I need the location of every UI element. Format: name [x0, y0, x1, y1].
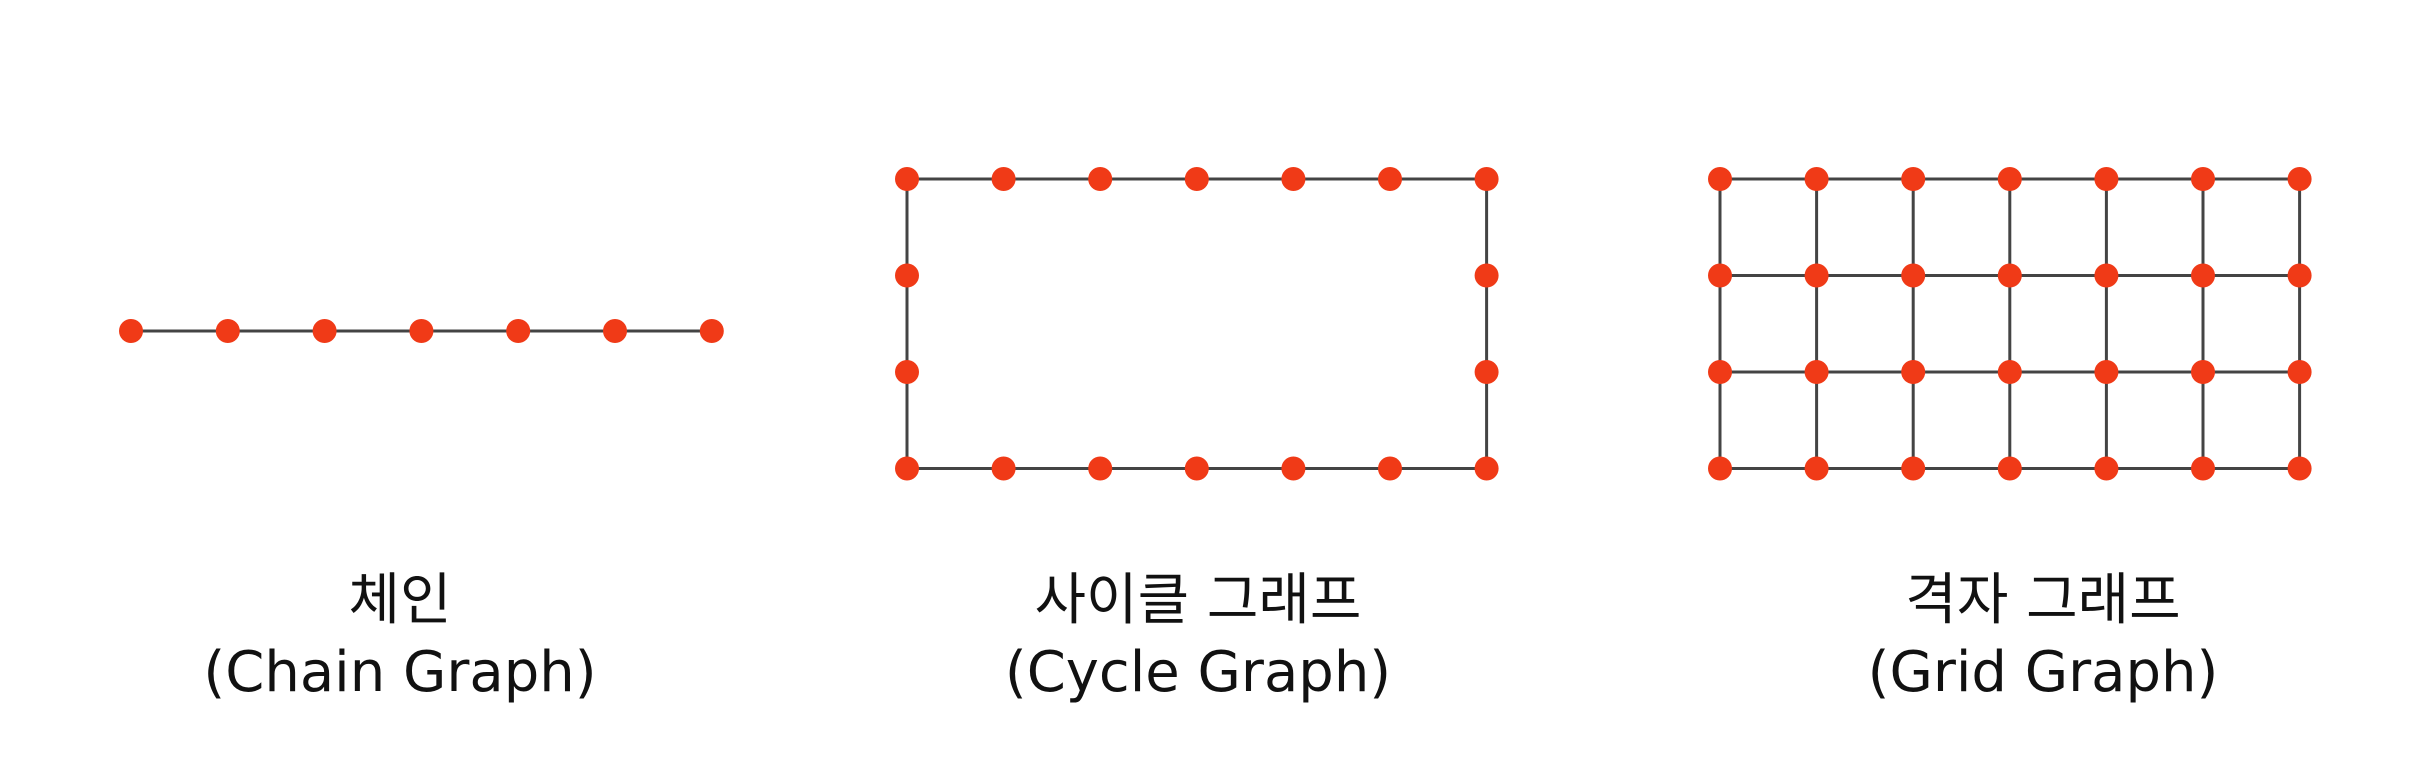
chain-node — [119, 319, 143, 343]
cycle-node — [1378, 167, 1402, 191]
chain-node — [699, 319, 724, 343]
cycle-node — [1474, 263, 1499, 288]
cycle-node — [991, 167, 1016, 191]
grid-node — [2094, 456, 2119, 481]
grid-node — [1708, 456, 1732, 481]
cycle-node — [1281, 456, 1306, 481]
grid-node — [2094, 263, 2119, 288]
cycle-node — [1088, 456, 1113, 481]
grid-node — [1901, 167, 1926, 191]
cycle-node — [1184, 167, 1209, 191]
grid-node — [1804, 456, 1829, 481]
grid-node — [1997, 360, 2022, 384]
grid-node — [2287, 456, 2312, 481]
cycle-node — [1474, 360, 1499, 384]
chain-node — [215, 319, 240, 343]
chain-graph — [119, 319, 724, 343]
grid-graph-caption: 격자 그래프 (Grid Graph) — [1743, 565, 2343, 709]
grid-node — [2191, 263, 2215, 288]
cycle-node — [895, 456, 919, 481]
cycle-node — [895, 263, 919, 288]
grid-graph — [1708, 167, 2312, 481]
grid-node — [1708, 360, 1732, 384]
grid-graph-title-ko: 격자 그래프 — [1905, 568, 2181, 633]
chain-node — [603, 319, 627, 343]
grid-node — [1804, 167, 1829, 191]
chain-graph-title-ko: 체인 — [348, 568, 452, 633]
grid-node — [1997, 263, 2022, 288]
grid-node — [1804, 263, 1829, 288]
grid-node — [2094, 360, 2119, 384]
grid-node — [1901, 263, 1926, 288]
cycle-node — [1088, 167, 1113, 191]
cycle-node — [1281, 167, 1306, 191]
grid-node — [2287, 263, 2312, 288]
grid-node — [1901, 456, 1926, 481]
grid-node — [1997, 456, 2022, 481]
cycle-node — [1474, 456, 1499, 481]
grid-node — [2094, 167, 2119, 191]
cycle-node — [895, 167, 919, 191]
grid-node — [2191, 360, 2215, 384]
chain-node — [312, 319, 337, 343]
cycle-graph-title-en: (Cycle Graph) — [1004, 640, 1392, 705]
cycle-node — [895, 360, 919, 384]
grid-node — [2191, 167, 2215, 191]
grid-node — [2191, 456, 2215, 481]
chain-node — [506, 319, 531, 343]
grid-node — [1901, 360, 1926, 384]
cycle-graph-title-ko: 사이클 그래프 — [1034, 568, 1362, 633]
chain-graph-title-en: (Chain Graph) — [203, 640, 597, 705]
cycle-node — [1378, 456, 1402, 481]
grid-node — [2287, 360, 2312, 384]
grid-node — [1997, 167, 2022, 191]
cycle-node — [1474, 167, 1499, 191]
chain-graph-caption: 체인 (Chain Graph) — [100, 565, 700, 709]
chain-node — [409, 319, 434, 343]
grid-node — [1804, 360, 1829, 384]
grid-node — [1708, 167, 1732, 191]
cycle-node — [991, 456, 1016, 481]
grid-node — [1708, 263, 1732, 288]
grid-graph-title-en: (Grid Graph) — [1867, 640, 2219, 705]
cycle-graph-caption: 사이클 그래프 (Cycle Graph) — [898, 565, 1498, 709]
cycle-node — [1184, 456, 1209, 481]
grid-node — [2287, 167, 2312, 191]
cycle-graph — [895, 167, 1499, 481]
